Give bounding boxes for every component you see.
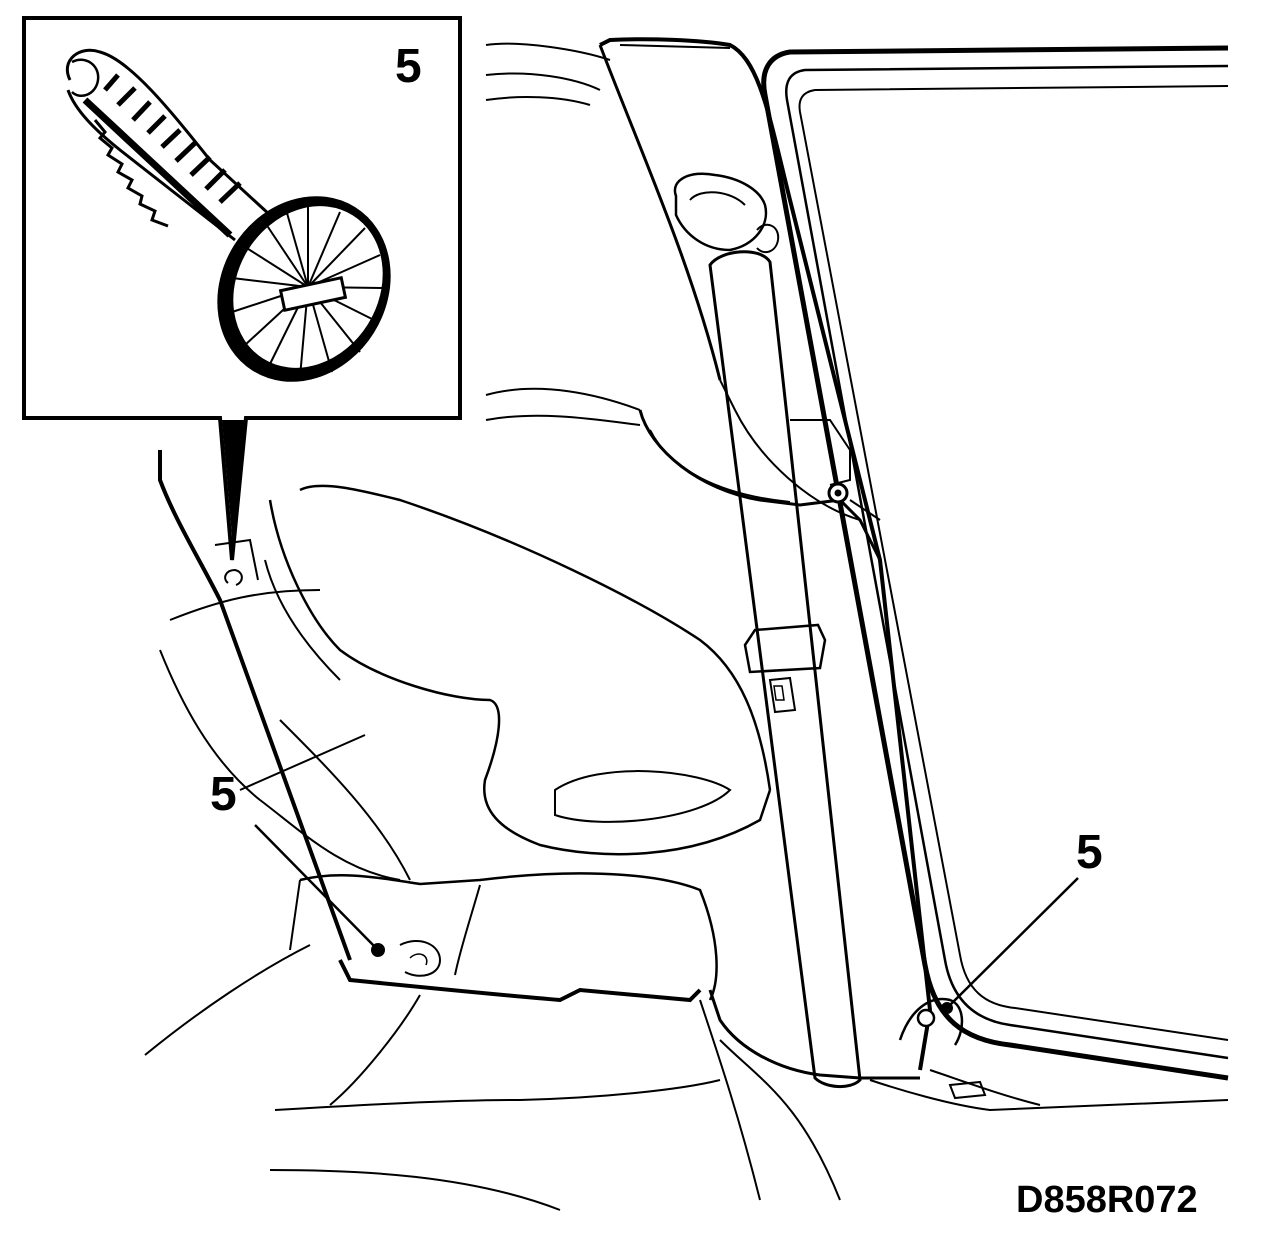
rear-seat: [144, 450, 920, 1211]
clip-location-upper: [224, 568, 243, 586]
leader-lines: [254, 824, 1079, 1009]
door-sill: [869, 997, 1229, 1112]
callout-label-pillar: 5: [1076, 826, 1103, 879]
figure-code: D858R072: [1016, 1179, 1198, 1221]
inset-detail: 5: [22, 16, 462, 561]
callout-label-seat: 5: [210, 768, 237, 821]
inset-callout-label: 5: [395, 40, 422, 93]
side-trim-panel: [264, 409, 882, 856]
pillar-trim: [598, 37, 933, 1071]
clip-location-pillar: [827, 482, 849, 504]
seat-belt: [673, 172, 862, 1088]
push-rivet-clip-icon: [65, 48, 391, 382]
headliner-outline: [485, 42, 641, 426]
window-frame: [761, 45, 1229, 1081]
